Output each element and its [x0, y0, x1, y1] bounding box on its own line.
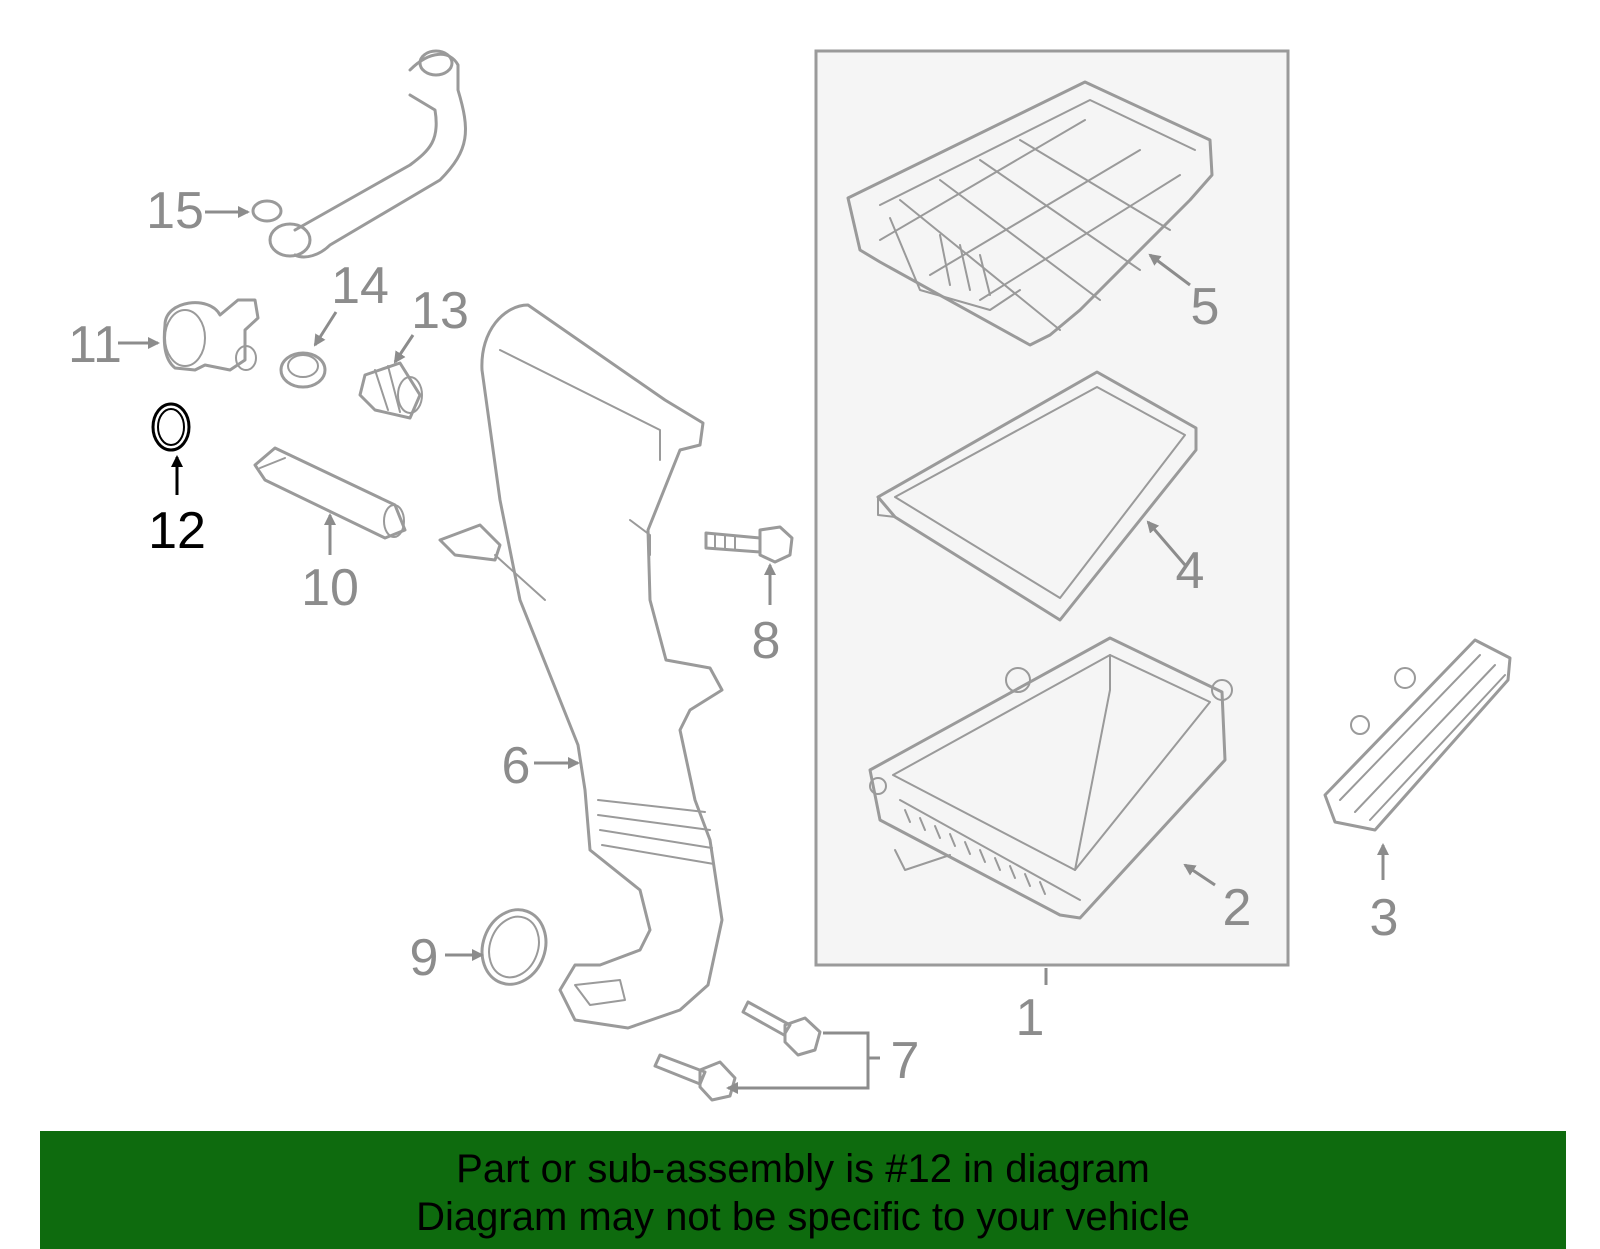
parts-diagram: 1 2 3 4 5 6 7 8 9 10 11 12 13 14 15 — [68, 49, 1512, 1102]
callout-12: 12 — [148, 502, 206, 560]
callout-11: 11 — [68, 316, 122, 374]
callout-3: 3 — [1370, 889, 1399, 947]
callout-7: 7 — [891, 1032, 920, 1090]
callout-14: 14 — [331, 257, 389, 315]
callout-4: 4 — [1176, 542, 1205, 600]
part-8-bolt[interactable] — [704, 525, 794, 564]
callout-2: 2 — [1223, 879, 1252, 937]
banner-line-2: Diagram may not be specific to your vehi… — [416, 1195, 1190, 1239]
callout-10: 10 — [301, 559, 359, 617]
part-3-side-bracket[interactable] — [1323, 638, 1512, 832]
info-banner: Part or sub-assembly is #12 in diagram D… — [40, 1131, 1566, 1249]
part-11-elbow-connector[interactable] — [162, 298, 260, 372]
part-10-hose-tube[interactable] — [253, 446, 407, 540]
part-4-filter-element[interactable] — [876, 370, 1198, 622]
part-9-seal-ring[interactable] — [472, 901, 556, 994]
callout-13: 13 — [411, 282, 469, 340]
callout-5: 5 — [1191, 278, 1220, 336]
part-12-seal-ring[interactable] — [151, 402, 191, 452]
banner-line-1: Part or sub-assembly is #12 in diagram — [456, 1147, 1150, 1191]
callout-15: 15 — [146, 182, 204, 240]
part-15-breather-hose[interactable] — [251, 49, 467, 259]
part-5-housing-cover[interactable] — [846, 80, 1214, 347]
part-14-hose-clamp[interactable] — [279, 351, 327, 389]
callout-9: 9 — [410, 929, 439, 987]
callout-8: 8 — [752, 612, 781, 670]
part-2-housing-lower[interactable] — [868, 636, 1233, 920]
part-6-intake-duct[interactable] — [438, 303, 724, 1030]
callout-1: 1 — [1016, 989, 1045, 1047]
leader-lines — [118, 206, 1389, 1094]
part-7-bolts[interactable] — [653, 1000, 822, 1102]
part-13-grommet[interactable] — [358, 361, 423, 420]
callout-6: 6 — [502, 737, 531, 795]
